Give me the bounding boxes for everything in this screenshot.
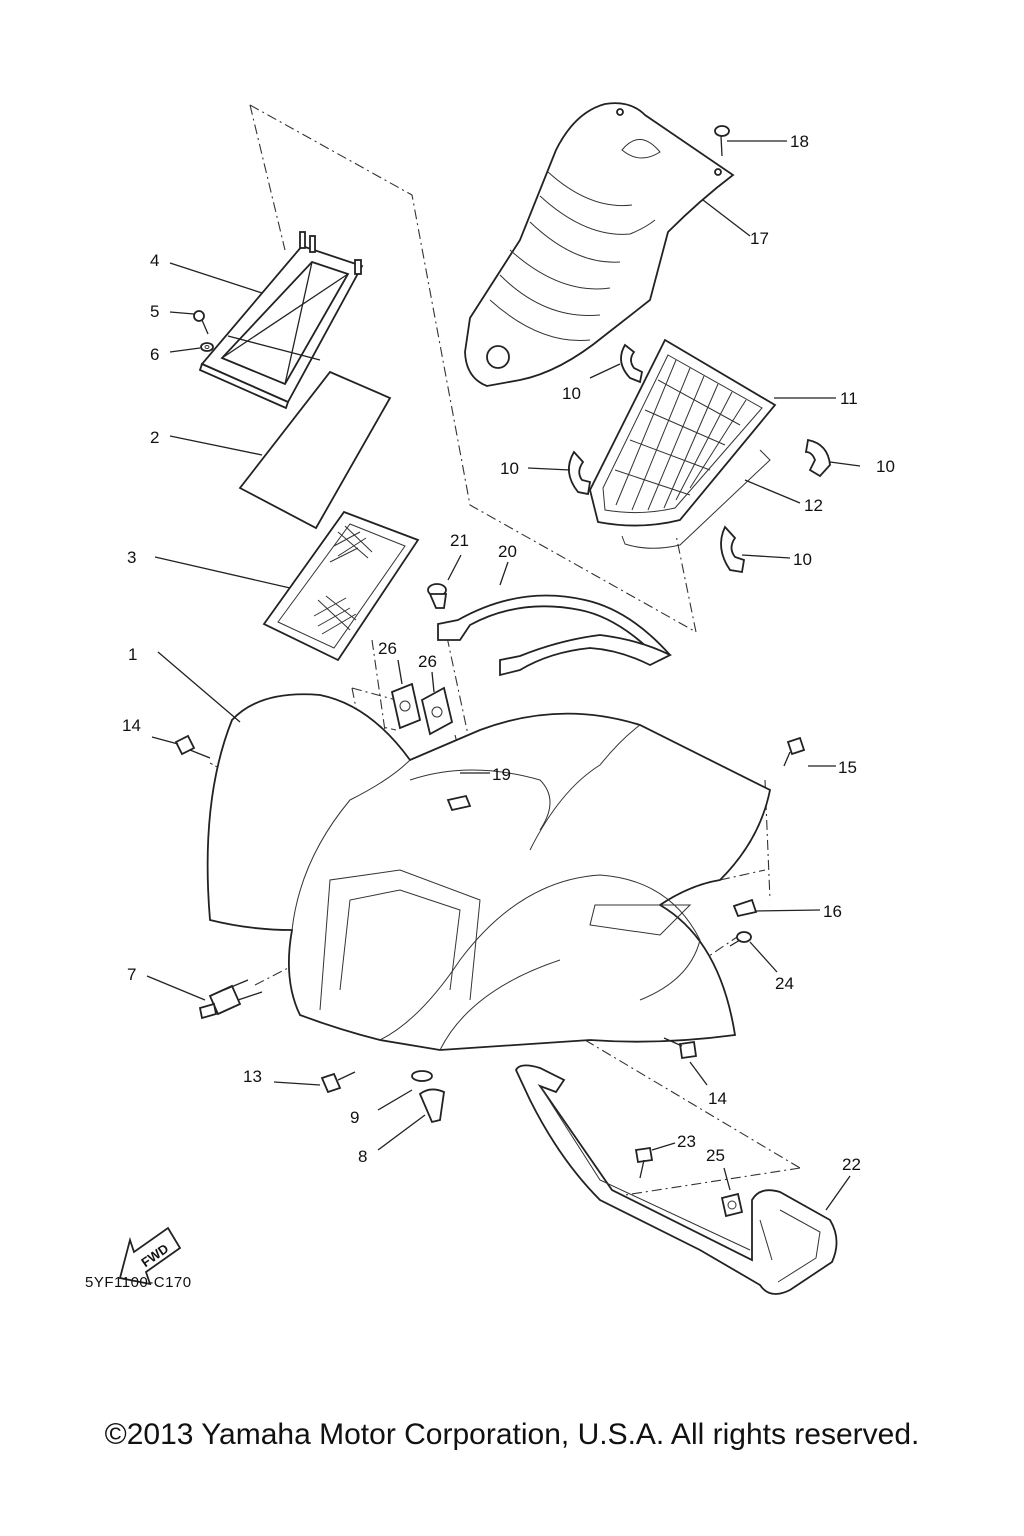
screw-18 [714, 125, 730, 157]
callout-10-top: 10 [562, 384, 581, 403]
callout-18: 18 [790, 132, 809, 151]
callout-2: 2 [150, 428, 159, 447]
callout-3: 3 [127, 548, 136, 567]
air-filter-cage [198, 231, 364, 410]
bolt-23 [634, 1146, 654, 1179]
clip-19 [446, 794, 472, 812]
callout-25: 25 [706, 1146, 725, 1165]
callout-9: 9 [350, 1108, 359, 1127]
bolt-24 [729, 931, 752, 947]
callout-16: 16 [823, 902, 842, 921]
callout-23: 23 [677, 1132, 696, 1151]
callout-10-right: 10 [876, 457, 895, 476]
grommet-26-left [390, 682, 422, 730]
callout-14-right: 14 [708, 1089, 727, 1108]
callout-20: 20 [498, 542, 517, 561]
callout-26-right: 26 [418, 652, 437, 671]
bolt-14-left [174, 734, 211, 759]
callout-19: 19 [492, 765, 511, 784]
screw-5 [193, 310, 209, 335]
callout-labels: 1 2 3 4 5 6 7 8 9 10 10 10 10 11 12 13 1… [122, 132, 895, 1174]
washer-9 [411, 1070, 433, 1082]
callout-22: 22 [842, 1155, 861, 1174]
callout-13: 13 [243, 1067, 262, 1086]
clip-10-left [568, 450, 592, 496]
callout-26-left: 26 [378, 639, 397, 658]
callout-24: 24 [775, 974, 794, 993]
clip-10-bottom [720, 525, 746, 574]
callout-leaders [146, 140, 861, 1211]
callout-4: 4 [150, 251, 159, 270]
callout-15: 15 [838, 758, 857, 777]
copyright-notice: ©2013 Yamaha Motor Corporation, U.S.A. A… [104, 1418, 920, 1451]
callout-14-left: 14 [122, 716, 141, 735]
clip-10-top [620, 343, 644, 384]
front-fender [206, 693, 772, 1051]
callout-10-bottom: 10 [793, 550, 812, 569]
callout-1: 1 [128, 645, 137, 664]
bolt-15 [783, 736, 806, 767]
callout-7: 7 [127, 965, 136, 984]
rivet-21 [427, 583, 448, 609]
nut-25 [720, 1192, 744, 1218]
headlight-grille [589, 338, 777, 527]
callout-11: 11 [840, 389, 858, 408]
cap-8 [418, 1088, 445, 1124]
callout-12: 12 [804, 496, 823, 515]
clip-10-right [804, 438, 831, 478]
bracket-20 [437, 594, 673, 677]
bolt-13 [320, 1071, 356, 1094]
callout-17: 17 [750, 229, 769, 248]
grommet-26-right [420, 686, 454, 736]
filter-pad [238, 370, 392, 530]
washer-6 [200, 342, 214, 352]
callout-10-left: 10 [500, 459, 519, 478]
grille-backing [621, 449, 771, 549]
diagram-code: 5YF1100-C170 [85, 1274, 192, 1291]
front-bumper [515, 1064, 838, 1295]
clip-16 [732, 898, 758, 918]
callout-8: 8 [358, 1147, 367, 1166]
callout-21: 21 [450, 531, 469, 550]
filter-screen [262, 510, 420, 662]
callout-5: 5 [150, 302, 159, 321]
bolt-14-right [663, 1037, 698, 1060]
headlight-cover [464, 102, 735, 387]
callout-6: 6 [150, 345, 159, 364]
wire-connector-7 [198, 979, 263, 1020]
